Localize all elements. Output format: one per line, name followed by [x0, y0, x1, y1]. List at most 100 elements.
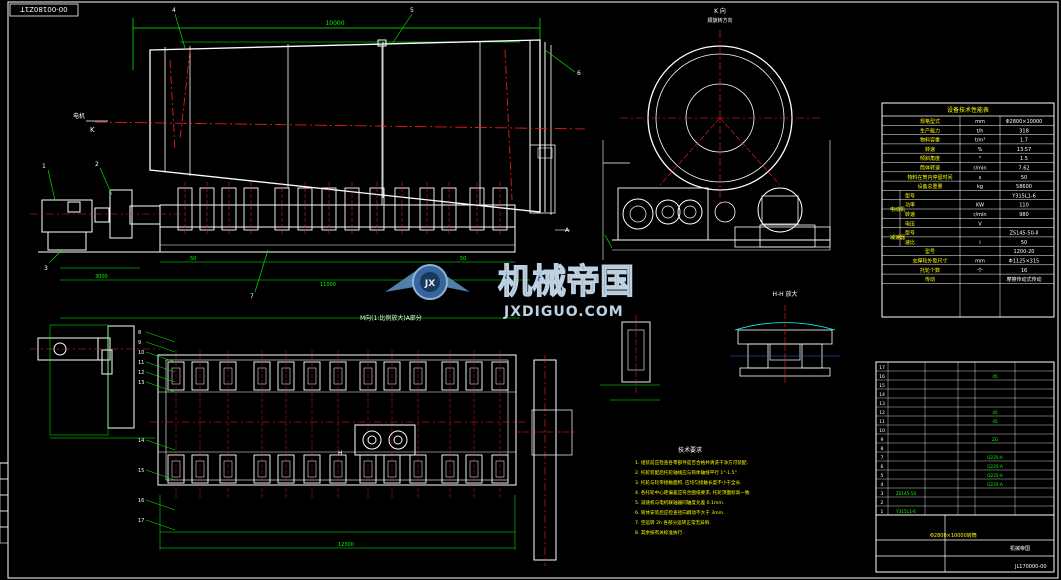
- part-row-material: 45: [992, 374, 998, 379]
- main-elevation-view: 10000 K 电机: [30, 7, 586, 300]
- part-row-no: 7: [881, 455, 884, 461]
- spec-row-name: 筒体转速: [920, 165, 940, 172]
- watermark-emblem: JX: [424, 279, 435, 289]
- part-row-material: ZG: [992, 437, 998, 442]
- watermark-logo: JX 机械帝国 JXDIGUO.COM: [385, 261, 635, 320]
- part-row-no: 6: [881, 464, 884, 470]
- bottom-dim-1: 11000: [320, 282, 336, 288]
- spec-group-reducer: 减速器: [890, 234, 905, 241]
- part-row-no: 17: [879, 365, 885, 371]
- spec-table-title: 设备技术性能表: [947, 106, 989, 114]
- callout-8: 8: [138, 330, 141, 336]
- spec-row-value: ZS145-50-II: [1009, 231, 1038, 237]
- part-row-no: 16: [879, 374, 885, 380]
- part-row-no: 13: [879, 401, 885, 407]
- spec-row-name: 型号: [905, 192, 915, 199]
- section-a-view: [515, 355, 575, 566]
- k-end-view: K 向 顺旋转方向: [602, 7, 831, 260]
- technical-notes: 技术要求 1. 组装前应检查各零部件是否合格并清洗干净方可装配.2. 托轮装配后…: [635, 446, 751, 536]
- part-row-no: 15: [879, 383, 885, 389]
- part-row-material: Q235-A: [987, 455, 1003, 460]
- spec-row-name: 支撑轮外型尺寸: [912, 258, 947, 265]
- spec-row-name: 倾斜角度: [920, 155, 940, 162]
- section-hh-title: H-H 放大: [772, 290, 797, 298]
- spec-row-value: 318: [1019, 128, 1029, 134]
- part-row-code: ZS145-50: [896, 491, 917, 496]
- spec-row-name: 生产能力: [920, 127, 940, 134]
- title-block-unit: 机械帝国: [1010, 545, 1030, 552]
- spec-row-unit: mm: [975, 259, 985, 265]
- spec-row-value: 16: [1021, 268, 1027, 274]
- title-block-name: Φ2800×10000转筒: [930, 532, 977, 539]
- spec-row-name: 物料容重: [920, 137, 940, 144]
- view-k-subtitle: 顺旋转方向: [707, 17, 732, 24]
- drawing-frame: [7, 1, 1059, 579]
- note-line: 6. 筒体安装后应检查径向跳动不大于 3mm.: [635, 509, 725, 516]
- roller-group-plan: [167, 350, 509, 500]
- spec-row-value: 980: [1019, 212, 1029, 218]
- top-dimension: 10000: [325, 20, 344, 27]
- spec-row-value: 13.57: [1017, 147, 1031, 153]
- part-row-code: Y315L1-6: [895, 509, 916, 514]
- section-hh-view: H-H 放大: [730, 290, 840, 385]
- spec-row-unit: t/m³: [975, 138, 986, 144]
- spec-row-unit: %: [978, 147, 983, 153]
- spec-row-value: 50: [1021, 240, 1027, 246]
- spec-row-name: 规格型式: [920, 118, 940, 125]
- spec-row-unit: KW: [976, 203, 984, 209]
- callout-13: 13: [138, 380, 144, 386]
- callout-7: 7: [250, 293, 254, 300]
- label-h: H: [338, 450, 343, 457]
- callout-14: 14: [138, 438, 144, 444]
- label-k: K: [90, 126, 95, 134]
- bottom-dim-3: 50: [460, 256, 466, 262]
- view-k-title: K 向: [714, 7, 726, 15]
- part-row-no: 14: [879, 392, 885, 398]
- spec-row-value: 摩擦传动式传动: [1006, 276, 1041, 283]
- part-row-no: 11: [879, 419, 885, 425]
- spec-row-unit: °: [979, 156, 982, 162]
- spec-row-unit: r/min: [973, 166, 986, 172]
- note-line: 7. 空运转 2h 各部分运转正常无异响.: [635, 519, 711, 526]
- spec-row-unit: r/min: [973, 212, 986, 218]
- part-row-no: 1: [881, 509, 884, 515]
- note-line: 1. 组装前应检查各零部件是否合格并清洗干净方可装配.: [635, 459, 748, 466]
- spec-group-motor: 电动机: [890, 206, 905, 213]
- label-a: A: [565, 227, 570, 234]
- part-row-material: Q235-A: [987, 482, 1003, 487]
- spec-row-unit: kg: [977, 184, 983, 190]
- note-line: 5. 减速机与电机联轴器同轴度允差 0.1mm.: [635, 499, 724, 506]
- callout-11: 11: [138, 360, 144, 366]
- part-row-no: 12: [879, 410, 885, 416]
- spec-row-name: 托轮个数: [920, 267, 940, 274]
- part-row-material: Q235-A: [987, 473, 1003, 478]
- callout-15: 15: [138, 468, 144, 474]
- callout-12: 12: [138, 370, 144, 376]
- spec-row-value: Φ2800×10000: [1006, 119, 1043, 125]
- left-mark: 电机: [73, 112, 85, 120]
- spec-row-name: 型号: [905, 230, 915, 237]
- notes-title: 技术要求: [678, 446, 702, 454]
- spec-row-name: 物料在筒内停留时间: [907, 174, 952, 181]
- callout-16: 16: [138, 498, 144, 504]
- part-row-no: 3: [881, 491, 884, 497]
- reducer-plan: [107, 325, 135, 429]
- spec-row-value: 1.7: [1020, 138, 1028, 144]
- spec-row-value: 110: [1019, 203, 1029, 209]
- plan-dim: 12300: [338, 542, 354, 548]
- spec-row-name: 转速: [905, 211, 915, 218]
- spec-row-unit: V: [978, 221, 982, 227]
- part-row-no: 8: [881, 446, 884, 452]
- note-line: 3. 托轮与轮带接触面积, 应均匀接触长度不小于全长.: [635, 479, 742, 486]
- roller-group-elevation: [177, 182, 508, 236]
- spec-row-unit: mm: [975, 119, 985, 125]
- spec-row-value: 50: [1021, 175, 1027, 181]
- watermark-cn: 机械帝国: [498, 262, 634, 302]
- callout-4: 4: [172, 7, 176, 14]
- spec-row-value: 1.5: [1020, 156, 1028, 162]
- spec-row-unit: s: [979, 175, 982, 181]
- part-row-no: 9: [881, 437, 884, 443]
